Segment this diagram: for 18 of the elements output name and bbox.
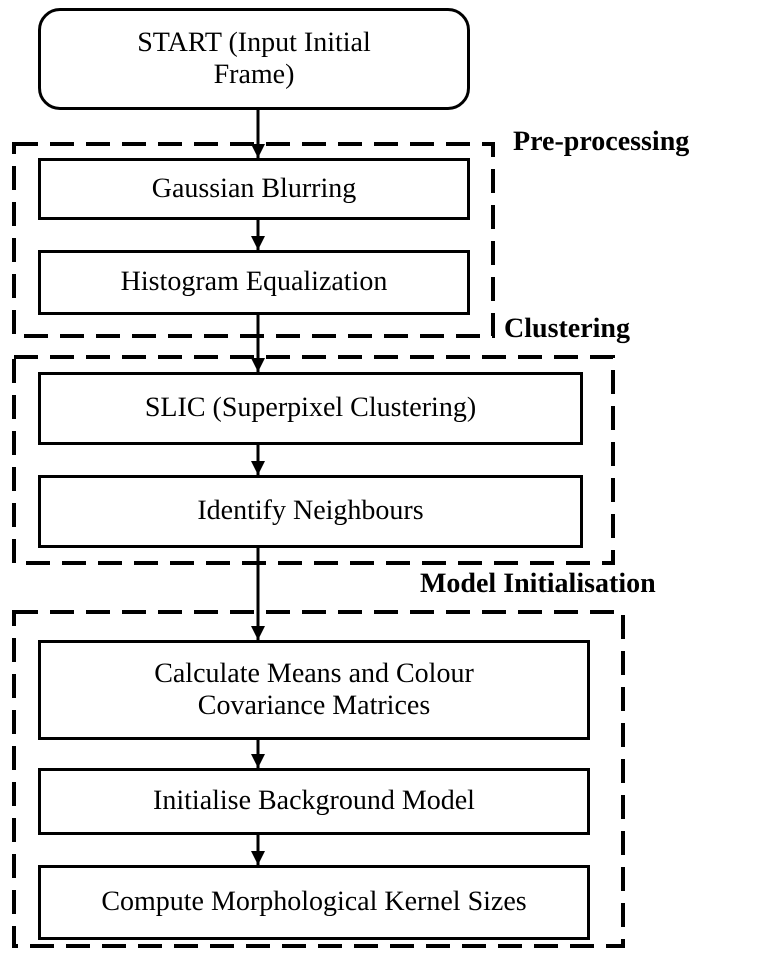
arrow (251, 110, 265, 158)
group-heading: Pre-processing (513, 126, 690, 158)
arrow (251, 315, 265, 372)
arrow (251, 548, 265, 640)
arrow (251, 445, 265, 475)
arrow (251, 740, 265, 768)
process-box: Compute Morphological Kernel Sizes (38, 865, 590, 940)
process-box: Initialise Background Model (38, 768, 590, 835)
process-box: Gaussian Blurring (38, 158, 470, 220)
process-box: Histogram Equalization (38, 250, 470, 315)
process-box: SLIC (Superpixel Clustering) (38, 372, 583, 445)
process-box: Identify Neighbours (38, 475, 583, 548)
arrow (251, 835, 265, 865)
process-box: Calculate Means and Colour Covariance Matrices (38, 640, 590, 740)
group-heading: Model Initialisation (420, 568, 656, 600)
arrow (251, 220, 265, 250)
group-heading: Clustering (504, 313, 630, 345)
start-terminal: START (Input Initial Frame) (38, 8, 470, 110)
